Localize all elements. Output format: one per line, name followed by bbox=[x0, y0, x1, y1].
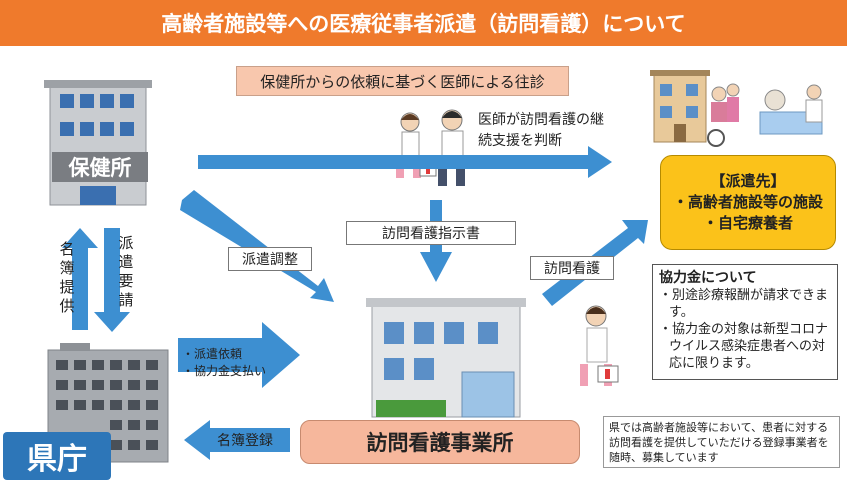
destination-box: 【派遣先】 ・高齢者施設等の施設 ・自宅療養者 bbox=[660, 155, 836, 250]
arrow-health-to-destination bbox=[198, 146, 612, 178]
vertical-char: 要 bbox=[118, 272, 134, 290]
page-title: 高齢者施設等への医療従事者派遣（訪問看護）について bbox=[0, 0, 847, 46]
cooperation-fee-title: 協力金について bbox=[659, 270, 757, 286]
vertical-char: 提 bbox=[59, 278, 75, 296]
kencho-label: 県庁 bbox=[3, 432, 111, 480]
arrow-request-down bbox=[94, 228, 130, 332]
wheelchair-elder-icon bbox=[707, 83, 740, 147]
health-center-building-icon bbox=[44, 80, 152, 206]
destination-item: ・高齢者施設等の施設 bbox=[672, 193, 823, 211]
vertical-char: 遣 bbox=[118, 253, 134, 271]
destination-item: ・自宅療養者 bbox=[702, 214, 793, 232]
visiting-nurse-icon bbox=[580, 305, 619, 386]
vertical-char: 簿 bbox=[59, 259, 75, 277]
dispatch-adjust-label: 派遣調整 bbox=[228, 247, 312, 271]
hokenjo-label: 保健所 bbox=[52, 152, 148, 182]
arrow-health-to-office bbox=[180, 190, 334, 302]
nursing-office-building-icon bbox=[366, 298, 526, 418]
elderly-facility-icon bbox=[650, 70, 710, 143]
arrow-office-to-kencho bbox=[184, 420, 290, 460]
bedridden-patient-icon bbox=[759, 84, 823, 135]
cooperation-fee-item: ・協力金の対象は新型コロナウイルス感染症患者への対応に限ります。 bbox=[659, 322, 829, 371]
doctor-and-nurse-icon bbox=[396, 109, 465, 186]
dispatch-item: ・協力金支払い bbox=[182, 364, 267, 378]
visit-label: 訪問看護 bbox=[530, 256, 614, 280]
dispatch-items: ・派遣依頼 ・協力金支払い bbox=[182, 346, 266, 380]
arrow-registry-up bbox=[62, 228, 98, 330]
registry-provide-label: 名 簿 提 供 bbox=[57, 240, 77, 316]
instruction-label: 訪問看護指示書 bbox=[346, 221, 516, 245]
nursing-office-label: 訪問看護事業所 bbox=[300, 420, 580, 464]
dispatch-item: ・派遣依頼 bbox=[182, 347, 243, 361]
doctor-note: 医師が訪問看護の継 続支援を判断 bbox=[478, 110, 638, 152]
vertical-char: 請 bbox=[118, 291, 134, 309]
vertical-char: 派 bbox=[118, 234, 134, 252]
vertical-char: 供 bbox=[59, 297, 75, 315]
cooperation-fee-item: ・別途診療報酬が請求できます。 bbox=[659, 288, 829, 320]
vertical-char: 名 bbox=[59, 240, 75, 258]
doctor-note-line: 続支援を判断 bbox=[478, 133, 562, 149]
recruit-note: 県では高齢者施設等において、患者に対する訪問看護を提供していただける登録事業者を… bbox=[603, 416, 840, 468]
registry-label: 名簿登録 bbox=[217, 433, 273, 449]
flow-arrows bbox=[62, 146, 648, 460]
arrow-kencho-to-office bbox=[178, 322, 300, 388]
request-box: 保健所からの依頼に基づく医師による往診 bbox=[236, 66, 569, 96]
destination-title: 【派遣先】 bbox=[710, 172, 786, 190]
dispatch-request-label: 派 遣 要 請 bbox=[116, 234, 136, 310]
doctor-note-line: 医師が訪問看護の継 bbox=[478, 112, 604, 128]
cooperation-fee-box: 協力金について ・別途診療報酬が請求できます。 ・協力金の対象は新型コロナウイル… bbox=[652, 264, 838, 380]
